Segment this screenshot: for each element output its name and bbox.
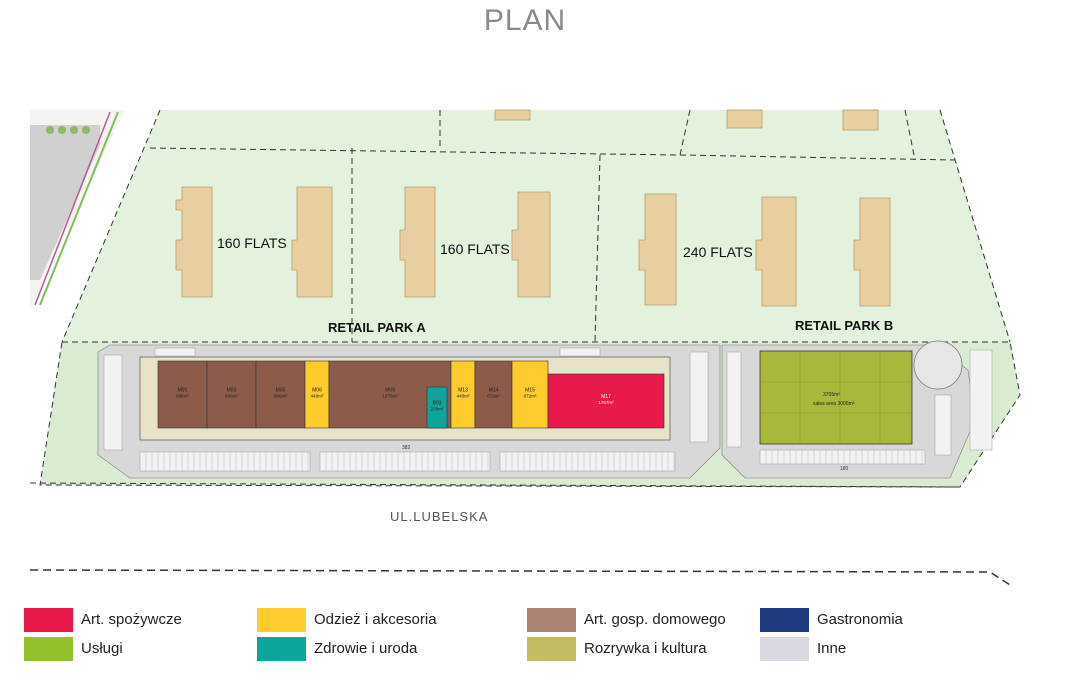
retail-unit-id: M15 bbox=[525, 388, 535, 394]
retail-unit-area: 672m² bbox=[524, 394, 537, 399]
retail-unit-area: 1767m² bbox=[598, 400, 614, 405]
retail-unit-id: M01 bbox=[178, 388, 188, 394]
retail-park-a-label: RETAIL PARK A bbox=[328, 320, 426, 335]
road-boundary bbox=[29, 482, 961, 488]
apartment-building bbox=[726, 109, 763, 129]
dimension-a: 382 bbox=[402, 445, 411, 451]
street-label: UL.LUBELSKA bbox=[390, 509, 489, 524]
parking-bays bbox=[103, 347, 993, 472]
legend-label: Odzież i akcesoria bbox=[314, 611, 437, 628]
dimension-b: 180 bbox=[840, 466, 849, 472]
retail-park-b-label: RETAIL PARK B bbox=[795, 318, 893, 333]
lower-road-boundary bbox=[29, 569, 1011, 586]
retail-unit-shape bbox=[511, 360, 549, 429]
legend-label: Art. gosp. domowego bbox=[584, 611, 726, 628]
apartment-building bbox=[399, 186, 436, 298]
neighbour-parking bbox=[30, 110, 125, 310]
retail-unit-shape bbox=[547, 373, 665, 429]
retail-unit-area: 448m² bbox=[457, 394, 470, 399]
retail-unit-shape bbox=[157, 360, 208, 429]
retail-unit-shape bbox=[426, 386, 448, 429]
retail-unit-area: 896m² bbox=[225, 394, 238, 399]
legend-label: Art. spożywcze bbox=[81, 611, 182, 628]
retail-unit-shape bbox=[474, 360, 513, 429]
retail-unit-id: M05 bbox=[276, 388, 286, 394]
apartment-building bbox=[842, 109, 879, 131]
retail-unit-id: M03 bbox=[227, 388, 237, 394]
roundabout bbox=[913, 340, 963, 390]
flats-label-b: 160 FLATS bbox=[440, 241, 510, 257]
apartment-building bbox=[175, 186, 213, 298]
retail-unit-area: 672m² bbox=[487, 394, 500, 399]
legend-swatch bbox=[760, 608, 809, 632]
legend-label: Gastronomia bbox=[817, 611, 903, 628]
retail-park-b-grid bbox=[760, 351, 912, 444]
retail-unit-area: 270m² bbox=[431, 407, 444, 412]
retail-unit-id: M09 bbox=[385, 388, 395, 394]
retail-unit-shape bbox=[255, 360, 306, 429]
retail-unit-shape bbox=[304, 360, 330, 429]
legend-swatch bbox=[760, 637, 809, 661]
apartment-building bbox=[494, 109, 531, 121]
apartment-building bbox=[291, 186, 333, 298]
parking-bay-lines bbox=[145, 450, 923, 471]
legend-label: Zdrowie i uroda bbox=[314, 640, 418, 657]
unit-b-area: 3705m² bbox=[823, 392, 840, 398]
retail-unit-area: 896m² bbox=[274, 394, 287, 399]
legend-swatch bbox=[527, 637, 576, 661]
site-plan-map: 160 FLATS 160 FLATS 240 FLATS M01896m²M0… bbox=[29, 109, 1021, 586]
legend-label: Inne bbox=[817, 640, 847, 657]
flats-label-c: 240 FLATS bbox=[683, 244, 753, 260]
retail-unit-area: 1970m² bbox=[382, 394, 398, 399]
apartment-building bbox=[853, 197, 891, 307]
retail-park-b-building bbox=[759, 350, 913, 445]
legend-label: Usługi bbox=[81, 640, 123, 657]
retail-unit-area: 896m² bbox=[176, 394, 189, 399]
retail-unit-shape bbox=[450, 360, 476, 429]
retail-unit-id: M17 bbox=[601, 394, 611, 400]
flats-label-a: 160 FLATS bbox=[217, 235, 287, 251]
plot-boundaries bbox=[61, 109, 1011, 343]
legend-swatch bbox=[24, 608, 73, 632]
apartment-building bbox=[755, 196, 797, 307]
retail-units: M01896m²M03896m²M05896m²M06448m²M091970m… bbox=[157, 360, 665, 429]
legend-swatch bbox=[257, 608, 306, 632]
apartment-building bbox=[511, 191, 551, 298]
legend-swatch bbox=[24, 637, 73, 661]
retail-unit-id: M13 bbox=[458, 388, 468, 394]
page-title: PLAN bbox=[483, 4, 567, 37]
unit-b-sales-area: sales area 3000m² bbox=[813, 401, 855, 407]
retail-unit-shape bbox=[206, 360, 257, 429]
retail-unit-area: 448m² bbox=[311, 394, 324, 399]
legend-label: Rozrywka i kultura bbox=[584, 640, 707, 657]
retail-unit-id: M14 bbox=[489, 388, 499, 394]
legend-swatch bbox=[257, 637, 306, 661]
retail-unit-id: B03 bbox=[433, 401, 442, 407]
retail-unit-id: M06 bbox=[312, 388, 322, 394]
legend-swatch bbox=[527, 608, 576, 632]
apartment-building bbox=[638, 193, 677, 306]
